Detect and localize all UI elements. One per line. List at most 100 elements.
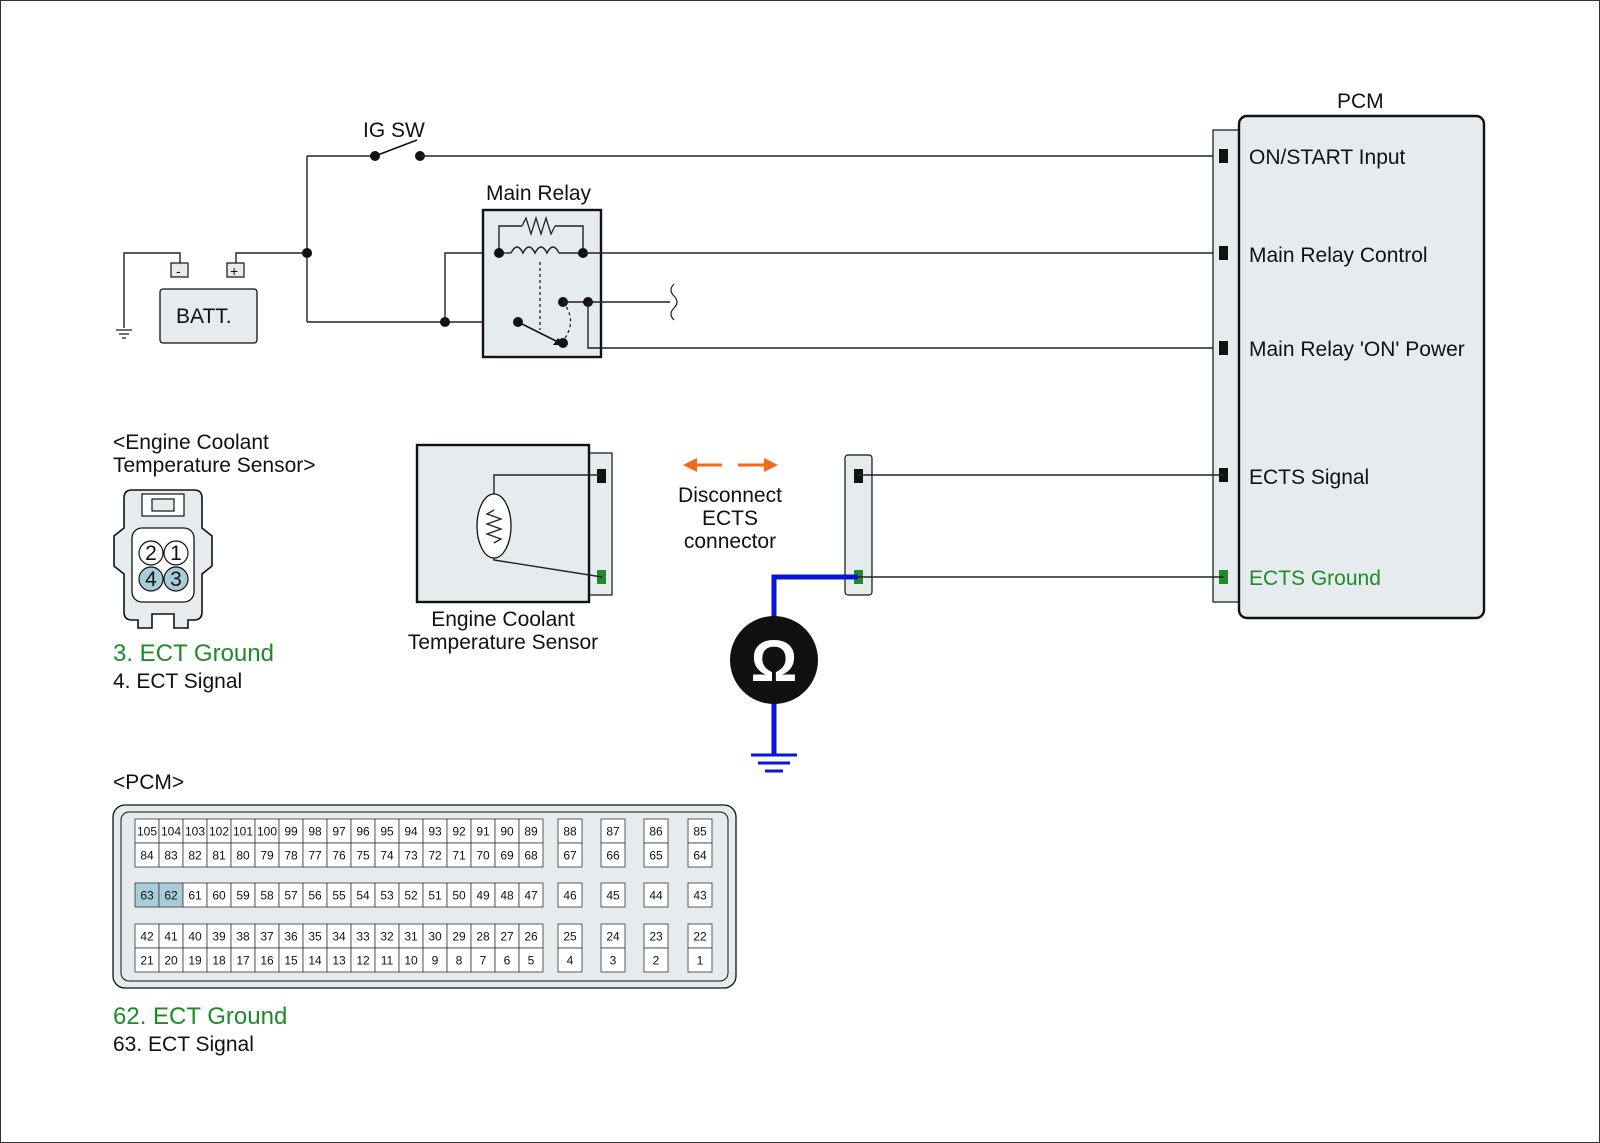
pcm-pin-68 (518, 842, 544, 868)
pcm-pin-label: 48 (500, 889, 514, 903)
pcm-pin-label: 92 (452, 825, 466, 839)
pcm-pin-label: 86 (649, 825, 663, 839)
pcm-pin-label: 46 (563, 889, 577, 903)
pcm-pin-label: 74 (380, 849, 394, 863)
ohmmeter[interactable]: Ω (730, 574, 858, 773)
pcm-pin-40 (182, 923, 208, 949)
pcm-pin-2 (643, 947, 669, 973)
pcm-pin-4 (557, 947, 583, 973)
ig-sw-label: IG SW (363, 119, 425, 142)
pcm-module: PCM ON/START Input Main Relay Control Ma… (1212, 90, 1486, 620)
pcm-pin-93 (422, 818, 448, 844)
pcm-pin-71 (446, 842, 472, 868)
pcm-pin-label: 69 (500, 849, 514, 863)
pcm-pin-label: 34 (332, 930, 346, 944)
pcm-pin-label: 9 (432, 954, 439, 968)
pcm-pin-label: 23 (649, 930, 663, 944)
pcm-pin-31 (398, 923, 424, 949)
pcm-pin-label: 85 (693, 825, 707, 839)
ects-pin-1 (163, 540, 189, 566)
pcm-pin-label: 36 (284, 930, 298, 944)
pcm-pin-48 (494, 882, 520, 908)
pcm-pin-3 (600, 947, 626, 973)
pcm-pin-label: 62 (164, 889, 178, 903)
pcm-pin-label: 67 (563, 849, 577, 863)
pcm-pin-label: 89 (524, 825, 538, 839)
pcm-pin-label: 103 (185, 825, 205, 839)
pcm-pin-label: 93 (428, 825, 442, 839)
pcm-pin-57 (278, 882, 304, 908)
pcm-pin-22 (687, 923, 713, 949)
ect-sensor: Engine Coolant Temperature Sensor (408, 443, 613, 654)
pcm-pin-label: 12 (356, 954, 370, 968)
pcm-pin-60 (206, 882, 232, 908)
relay-coil-icon (510, 246, 560, 255)
ects-legend-signal: 4. ECT Signal (113, 670, 242, 693)
pcm-pin-label: 70 (476, 849, 490, 863)
pcm-pin-label: 83 (164, 849, 178, 863)
pcm-pin-label: 8 (456, 954, 463, 968)
pcm-pin-label: 68 (524, 849, 538, 863)
battery-minus-label: - (176, 263, 181, 279)
pcm-pin-label: 76 (332, 849, 346, 863)
pcm-pin-5 (518, 947, 544, 973)
pcm-pin-ects-signal: ECTS Signal (1249, 466, 1369, 489)
pcm-pin-label: 98 (308, 825, 322, 839)
pcm-pin-label: 45 (606, 889, 620, 903)
pcm-pin-label: 88 (563, 825, 577, 839)
pcm-pin-label: 4 (567, 954, 574, 968)
orange-arrow-icon (683, 458, 722, 472)
pcm-pin-34 (326, 923, 352, 949)
pcm-pin-label: 73 (404, 849, 418, 863)
pcm-pin-label: 26 (524, 930, 538, 944)
pcm-pin-8 (446, 947, 472, 973)
pcm-pin-66 (600, 842, 626, 868)
sensor-caption-line2: Temperature Sensor (408, 631, 598, 654)
disconnect-line3: connector (684, 530, 776, 553)
pcm-pin-label: 71 (452, 849, 466, 863)
ects-pin-label-4: 4 (145, 568, 157, 591)
pcm-pin-105 (134, 818, 160, 844)
pcm-pin-28 (470, 923, 496, 949)
pcm-pin-78 (278, 842, 304, 868)
pcm-pin-90 (494, 818, 520, 844)
pcm-title: PCM (1337, 90, 1384, 113)
pcm-pin-label: 51 (428, 889, 442, 903)
pcm-pin-33 (350, 923, 376, 949)
pcm-pin-46 (557, 882, 583, 908)
pcm-pin-101 (230, 818, 256, 844)
pcm-connector-header: <PCM> (113, 771, 184, 794)
pcm-pin-label: 35 (308, 930, 322, 944)
pcm-pin-label: 20 (164, 954, 178, 968)
pcm-pin-53 (374, 882, 400, 908)
pcm-pin-label: 15 (284, 954, 298, 968)
orange-arrow-icon (738, 458, 778, 472)
pcm-pin-label: 81 (212, 849, 226, 863)
pcm-pin-55 (326, 882, 352, 908)
ects-pin-label-2: 2 (145, 542, 157, 565)
pcm-pin-label: 65 (649, 849, 663, 863)
pcm-pin-label: 33 (356, 930, 370, 944)
disconnect-annotation: Disconnect ECTS connector (678, 458, 782, 553)
pcm-pin-label: 3 (610, 954, 617, 968)
pcm-pin-label: 6 (504, 954, 511, 968)
pcm-pin-80 (230, 842, 256, 868)
pcm-pin-38 (230, 923, 256, 949)
pcm-pin-label: 101 (233, 825, 253, 839)
thermistor-icon (485, 509, 503, 544)
harness-connector[interactable] (844, 454, 873, 596)
pcm-pin-98 (302, 818, 328, 844)
pcm-pin-label: 55 (332, 889, 346, 903)
pcm-pin-65 (643, 842, 669, 868)
pcm-pin-97 (326, 818, 352, 844)
pcm-pin-label: 52 (404, 889, 418, 903)
pcm-pin-58 (254, 882, 280, 908)
pcm-pin-95 (374, 818, 400, 844)
pcm-pin-label: 99 (284, 825, 298, 839)
pcm-pin-81 (206, 842, 232, 868)
pcm-pin-24 (600, 923, 626, 949)
pcm-pin-label: 66 (606, 849, 620, 863)
ects-legend-ground: 3. ECT Ground (113, 640, 274, 667)
ects-header-line2: Temperature Sensor> (113, 454, 316, 477)
